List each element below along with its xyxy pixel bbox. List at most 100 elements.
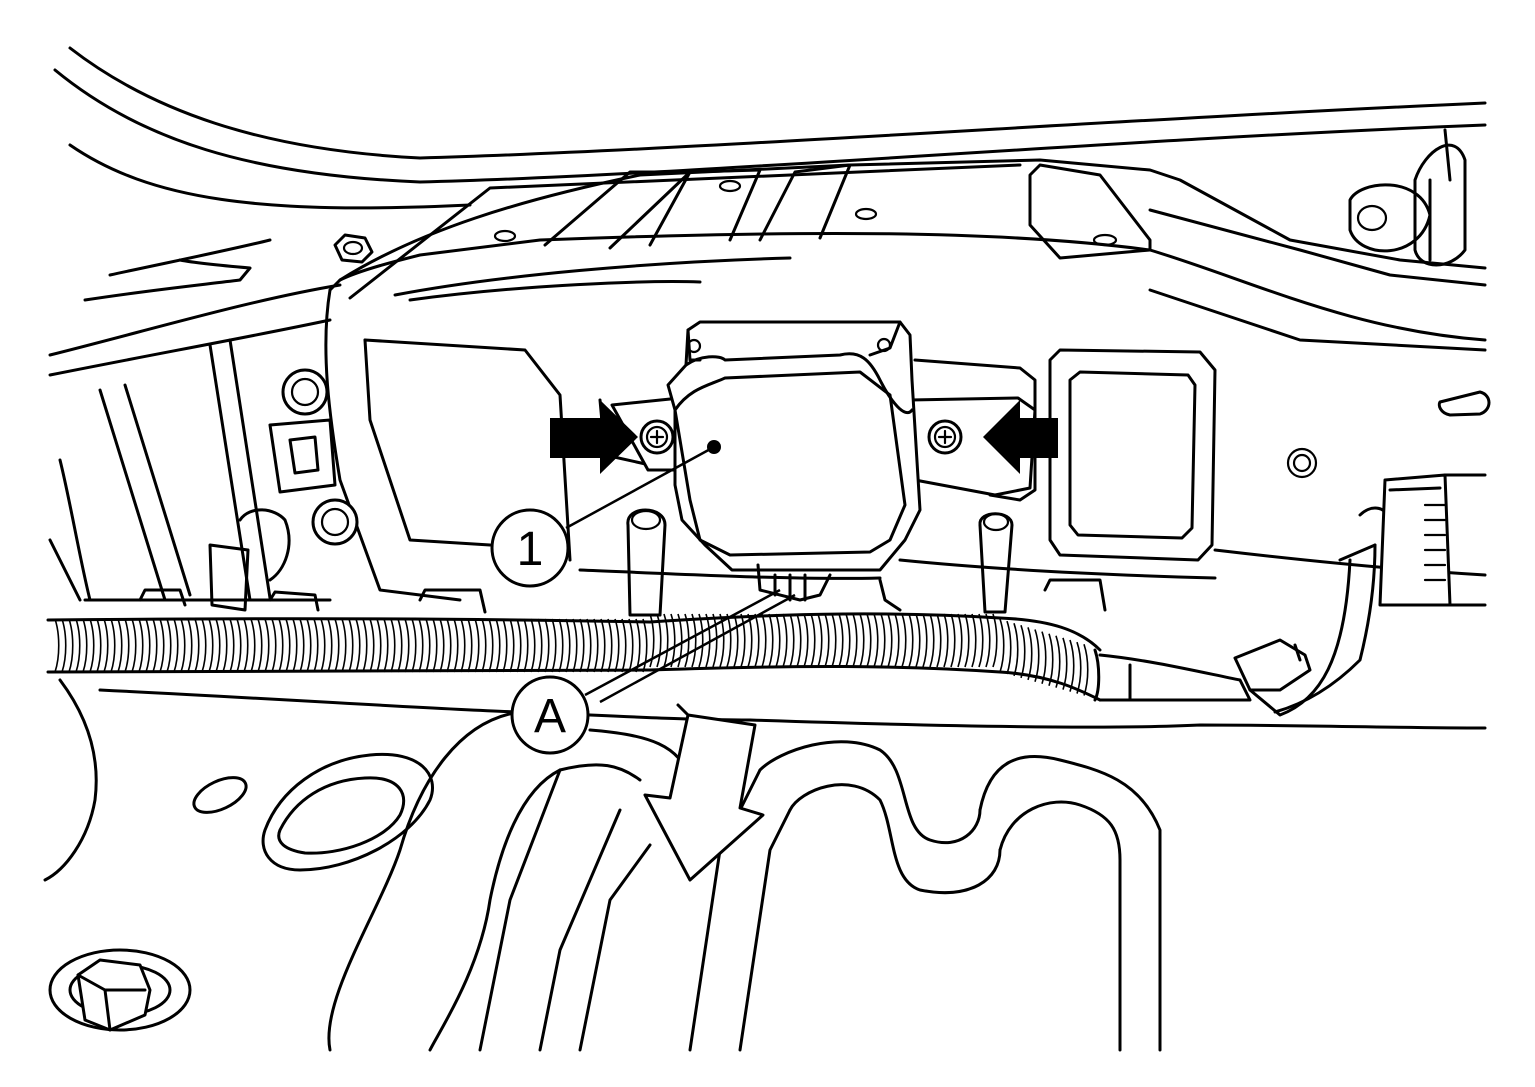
harness-rib xyxy=(180,618,186,673)
harness-rib xyxy=(852,613,858,668)
harness-rib xyxy=(1083,643,1089,696)
harness-rib xyxy=(908,613,914,668)
harness-rib xyxy=(642,618,648,673)
harness-rib xyxy=(383,618,389,673)
bolt-left-upper xyxy=(281,368,329,416)
harness-rib xyxy=(810,613,816,668)
harness-rib xyxy=(992,613,998,668)
harness-rib xyxy=(446,618,452,673)
harness-rib xyxy=(894,613,900,668)
harness-rib xyxy=(901,613,907,668)
harness-rib xyxy=(551,618,557,673)
harness-rib xyxy=(831,613,837,668)
harness-rib xyxy=(264,618,270,673)
harness-rib xyxy=(887,613,893,668)
harness-rib xyxy=(243,618,249,673)
harness-rib xyxy=(299,618,305,673)
harness-rib xyxy=(488,618,494,673)
harness-rib xyxy=(1006,620,1012,675)
harness-rib xyxy=(782,613,788,668)
connector-pins xyxy=(1423,503,1447,582)
harness-rib xyxy=(579,618,585,673)
harness-rib xyxy=(425,618,431,673)
harness-rib xyxy=(1055,635,1061,688)
harness-rib xyxy=(544,618,550,673)
harness-rib xyxy=(411,618,417,673)
harness-rib xyxy=(362,618,368,673)
harness-rib xyxy=(1034,629,1040,683)
harness-rib xyxy=(726,613,732,668)
harness-rib xyxy=(250,618,256,673)
harness-rib xyxy=(110,618,116,673)
harness-rib xyxy=(761,613,767,668)
harness-rib xyxy=(803,613,809,668)
harness-rib xyxy=(229,618,235,673)
harness-rib xyxy=(285,618,291,673)
harness-rib xyxy=(607,618,613,673)
harness-rib xyxy=(215,618,221,673)
harness-rib xyxy=(82,618,88,673)
harness-rib xyxy=(838,613,844,668)
bolt-left-lower xyxy=(311,498,359,546)
harness-rib xyxy=(824,613,830,668)
harness-rib xyxy=(705,613,711,668)
harness-rib xyxy=(817,613,823,668)
harness-rib xyxy=(922,613,928,668)
arrow-right-icon xyxy=(550,400,638,474)
harness-rib xyxy=(866,613,872,668)
harness-rib xyxy=(404,618,410,673)
bolt-upper-left xyxy=(333,233,374,264)
harness-rib xyxy=(348,618,354,673)
harness-rib xyxy=(936,613,942,668)
harness-rib xyxy=(754,613,760,668)
callout-1-label: 1 xyxy=(517,523,544,576)
harness-rib xyxy=(460,618,466,673)
harness-rib xyxy=(537,618,543,673)
harness-rib xyxy=(600,618,606,673)
harness-rib xyxy=(187,618,193,673)
harness-rib xyxy=(320,618,326,673)
harness-rib xyxy=(1069,639,1075,692)
harness-rib xyxy=(54,618,60,673)
harness-rib xyxy=(1013,622,1019,677)
harness-rib xyxy=(873,613,879,668)
harness-rib xyxy=(152,618,158,673)
harness-rib xyxy=(502,618,508,673)
harness-rib xyxy=(306,618,312,673)
harness-rib xyxy=(516,618,522,673)
harness-rib xyxy=(677,613,683,668)
harness-rib xyxy=(796,613,802,668)
harness-rib xyxy=(768,613,774,668)
nut-lower-left xyxy=(48,948,192,1032)
harness-rib xyxy=(222,618,228,673)
harness-rib xyxy=(208,618,214,673)
harness-rib xyxy=(96,618,102,673)
harness-rib xyxy=(390,618,396,673)
harness-rib xyxy=(1062,637,1068,690)
harness-rib xyxy=(558,618,564,673)
harness-rib xyxy=(586,618,592,673)
harness-rib xyxy=(453,618,459,673)
harness-rib xyxy=(740,613,746,668)
harness-rib xyxy=(978,613,984,668)
harness-rib xyxy=(131,618,137,673)
harness-rib xyxy=(1048,633,1054,686)
callout-1: 1 xyxy=(490,508,570,588)
harness-rib xyxy=(999,618,1005,673)
harness-rib xyxy=(691,613,697,668)
screw-left xyxy=(639,419,675,455)
direction-arrow-icon xyxy=(643,703,765,882)
harness-rib xyxy=(733,613,739,668)
screw-right xyxy=(927,419,963,455)
harness-rib xyxy=(138,618,144,673)
harness-rib xyxy=(75,618,81,673)
harness-clips xyxy=(626,508,1107,617)
harness-rib xyxy=(481,618,487,673)
harness-rib xyxy=(166,618,172,673)
harness-rib xyxy=(719,613,725,668)
harness-rib xyxy=(257,618,263,673)
harness-rib xyxy=(789,613,795,668)
harness-rib xyxy=(376,618,382,673)
harness-rib xyxy=(880,613,886,668)
harness-rib xyxy=(439,618,445,673)
